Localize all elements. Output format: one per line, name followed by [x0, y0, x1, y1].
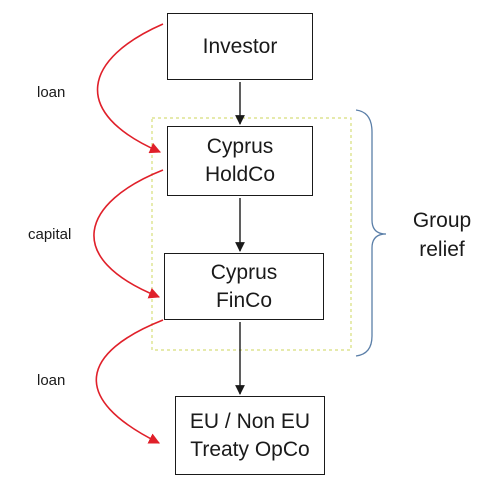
finco-label-line-2: FinCo: [215, 288, 273, 312]
cyprus-finco-box: Cyprus FinCo: [164, 253, 324, 320]
treaty-opco-box: EU / Non EU Treaty OpCo: [175, 396, 325, 475]
cyprus-holdco-box: Cyprus HoldCo: [167, 126, 313, 196]
opco-label-line-1: EU / Non EU: [189, 409, 311, 433]
flow-label-capital: capital: [28, 226, 72, 243]
group-label-line-1: Group: [412, 209, 472, 232]
investor-box: Investor: [167, 13, 313, 80]
opco-label-line-2: Treaty OpCo: [190, 437, 310, 461]
group-relief-label: Group relief: [392, 206, 492, 264]
finco-label-line-1: Cyprus: [210, 260, 278, 284]
investor-label: Investor: [202, 34, 278, 58]
flow-arrow-capital: [93, 169, 164, 299]
group-outline: [151, 117, 352, 351]
group-brace: [355, 109, 387, 357]
flow-arrow-loan-bottom: [95, 319, 164, 444]
flow-arrow-loan-top: [96, 23, 164, 154]
flow-label-loan-top: loan: [37, 84, 66, 101]
flow-label-loan-bottom: loan: [37, 372, 66, 389]
group-label-line-2: relief: [419, 238, 465, 261]
holdco-label-line-2: HoldCo: [204, 163, 276, 186]
holdco-label-line-1: Cyprus: [206, 135, 274, 158]
